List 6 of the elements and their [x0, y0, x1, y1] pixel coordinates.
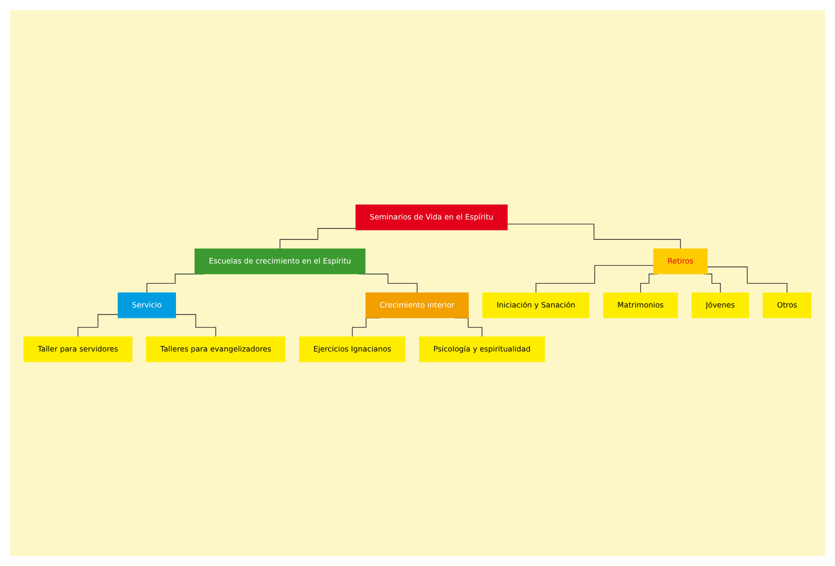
connector [536, 264, 654, 293]
connector [507, 223, 681, 249]
connector [78, 314, 118, 337]
connector [175, 314, 216, 337]
connector [707, 266, 788, 293]
connector [280, 228, 356, 249]
